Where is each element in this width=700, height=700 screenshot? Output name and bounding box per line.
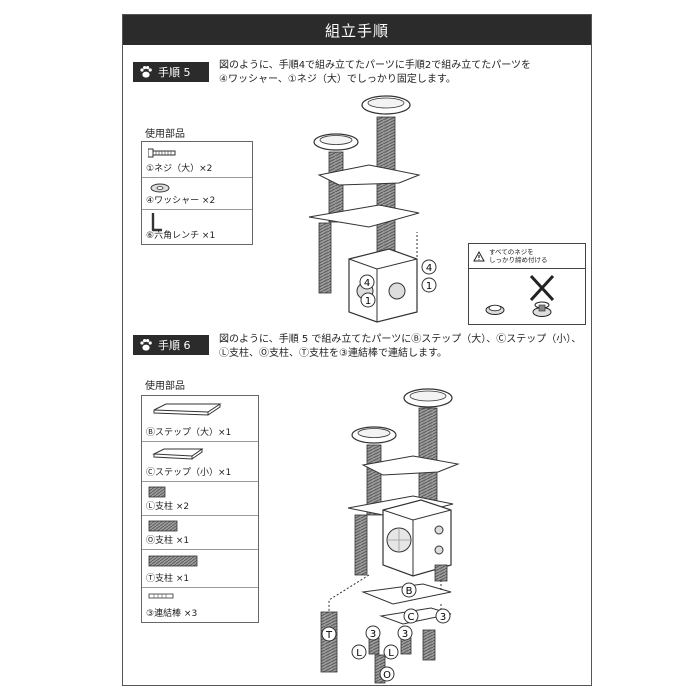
callout-4: 4 [426,263,432,274]
paw-icon [140,66,152,78]
step6-part-label: ③連結棒 ×3 [146,609,198,619]
warning-line2: しっかり締め付ける [489,256,548,264]
step6-part-label: Ⓒステップ（小）×1 [146,468,232,478]
post-short-icon [148,486,166,498]
callout-l: L [356,648,362,659]
page-title: 組立手順 [123,15,591,45]
step6-part-label: Ⓞ支柱 ×1 [146,536,190,546]
step5-assembly-diagram: 4 1 4 1 [308,95,437,323]
step-large-icon [153,403,222,416]
step6-part-post-l: Ⓛ支柱 ×2 [142,482,258,516]
step5-parts-table: ①ネジ（大）×2 ④ワッシャー ×2 ⑥六角レンチ ×1 [141,141,253,245]
step5-part-label: ①ネジ（大）×2 [146,164,213,174]
step6-part-post-o: Ⓞ支柱 ×1 [142,516,258,550]
step6-part-label: Ⓛ支柱 ×2 [146,502,190,512]
callout-1: 1 [426,281,432,292]
step6-part-step-small: Ⓒステップ（小）×1 [142,442,258,482]
step6-parts-table: Ⓑステップ（大）×1 Ⓒステップ（小）×1 Ⓛ支柱 ×2 Ⓞ支柱 ×1 [141,395,259,623]
step5-instruction-line2: ④ワッシャー、①ネジ（大）でしっかり固定します。 [219,74,456,85]
step-small-icon [152,448,204,460]
callout-o: O [383,670,391,681]
callout-b: B [406,586,413,597]
step5-parts-label: 使用部品 [145,129,185,140]
callout-1: 1 [365,296,371,307]
warning-illustration [485,274,555,317]
step6-instruction-line2: Ⓛ支柱、Ⓞ支柱、Ⓣ支柱を③連結棒で連結します。 [219,348,447,359]
step5-instruction: 図のように、手順4で組み立てたパーツに手順2で組み立てたパーツを ④ワッシャー、… [219,59,531,87]
step5-part-washer: ④ワッシャー ×2 [142,178,252,210]
warning-line1: すべてのネジを [489,248,534,256]
step5-part-label: ④ワッシャー ×2 [146,196,216,206]
step6-part-label: Ⓣ支柱 ×1 [146,574,190,584]
warning-triangle-icon [473,250,485,261]
step6-badge-label: 手順 6 [158,339,191,352]
step6-part-post-t: Ⓣ支柱 ×1 [142,550,258,588]
callout-l: L [388,648,394,659]
step-board [308,204,420,228]
callout-3: 3 [370,629,376,640]
step5-part-screw: ①ネジ（大）×2 [142,142,252,178]
step5-part-wrench: ⑥六角レンチ ×1 [142,210,252,244]
ng-loose-screw-icon [529,274,555,317]
step6-parts-label: 使用部品 [145,381,185,392]
post-long-icon [148,555,198,567]
ok-tight-screw-icon [485,304,505,315]
step6-badge: 手順 6 [133,335,209,355]
step5-instruction-line1: 図のように、手順4で組み立てたパーツに手順2で組み立てたパーツを [219,60,532,71]
warning-header: すべてのネジを しっかり締め付ける [469,244,585,269]
instruction-sheet: 組立手順 手順 5 図のように、手順4で組み立てたパーツに手順2で組み立てたパー… [122,14,592,686]
warning-text: すべてのネジを しっかり締め付ける [489,248,548,264]
post-t [320,611,338,673]
warning-box: すべてのネジを しっかり締め付ける [468,243,586,325]
screw-icon [148,148,176,158]
step6-part-label: Ⓑステップ（大）×1 [146,428,232,438]
callout-3: 3 [440,612,446,623]
step5-part-label: ⑥六角レンチ ×1 [146,231,216,241]
connector-rod-icon [148,593,174,599]
paw-icon [140,339,152,351]
callout-3: 3 [402,629,408,640]
callout-4: 4 [364,278,370,289]
step6-instruction-line1: 図のように、手順 5 で組み立てたパーツにⒷステップ（大）、Ⓒステップ（小）、 [219,334,582,345]
washer-icon [150,183,170,193]
step6-part-step-large: Ⓑステップ（大）×1 [142,396,258,442]
cube-box [382,499,452,577]
step6-instruction: 図のように、手順 5 で組み立てたパーツにⒷステップ（大）、Ⓒステップ（小）、 … [219,333,581,361]
hex-wrench-icon [151,213,162,232]
step6-part-connector: ③連結棒 ×3 [142,588,258,622]
callout-c: C [408,612,415,623]
step5-badge: 手順 5 [133,62,209,82]
step5-badge-label: 手順 5 [158,66,191,79]
step6-assembly-diagram: B C 3 3 3 T L L O [320,388,460,684]
post-medium-icon [148,520,178,532]
callout-t: T [325,630,333,641]
